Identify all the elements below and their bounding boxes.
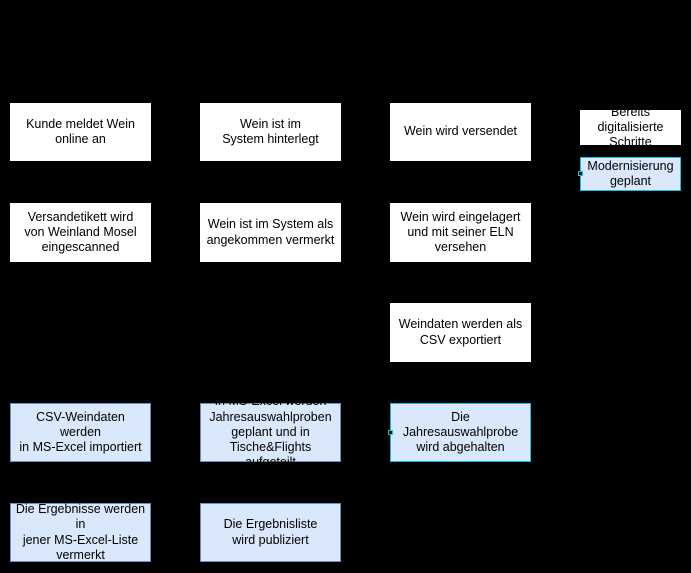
node-ergebnisse-vermerkt-label: Die Ergebnisse werden in jener MS-Excel-… xyxy=(15,502,146,562)
legend-bereits-digitalisiert-label: Bereits digitalisierte Schritte xyxy=(597,104,664,150)
legend-bereits-digitalisiert[interactable]: Bereits digitalisierte Schritte xyxy=(580,105,681,149)
node-jahresauswahlproben-planung-label: In MS-Excel werden Jahresauswahlproben g… xyxy=(209,394,332,470)
node-versandetikett[interactable]: Versandetikett wird von Weinland Mosel e… xyxy=(10,203,151,262)
node-jahresauswahlproben-planung[interactable]: In MS-Excel werden Jahresauswahlproben g… xyxy=(200,394,341,469)
node-ergebnisliste-publiziert[interactable]: Die Ergebnisliste wird publiziert xyxy=(200,503,341,562)
node-kunde-meldet-wein[interactable]: Kunde meldet Wein online an xyxy=(10,103,151,161)
node-weindaten-csv-export[interactable]: Weindaten werden als CSV exportiert xyxy=(390,303,531,362)
node-wein-angekommen[interactable]: Wein ist im System als angekommen vermer… xyxy=(200,203,341,262)
node-wein-versendet-label: Wein wird versendet xyxy=(403,124,517,139)
node-wein-eingelagert-label: Wein wird eingelagert und mit seiner ELN… xyxy=(400,209,521,255)
legend-modernisierung-geplant[interactable]: Modernisierung geplant xyxy=(578,157,681,191)
node-jahresauswahlprobe-abgehalten[interactable]: Die Jahresauswahlprobe wird abgehalten xyxy=(388,403,531,462)
node-csv-import-label: CSV-Weindaten werden in MS-Excel importi… xyxy=(19,409,142,455)
node-wein-hinterlegt[interactable]: Wein ist im System hinterlegt xyxy=(200,103,341,161)
selection-handle-mid-left-icon[interactable] xyxy=(578,171,583,176)
node-kunde-meldet-wein-label: Kunde meldet Wein online an xyxy=(26,116,135,146)
node-ergebnisliste-publiziert-label: Die Ergebnisliste wird publiziert xyxy=(223,517,318,547)
node-wein-versendet[interactable]: Wein wird versendet xyxy=(390,103,531,161)
legend-modernisierung-geplant-label: Modernisierung geplant xyxy=(587,158,674,188)
node-wein-angekommen-label: Wein ist im System als angekommen vermer… xyxy=(206,217,335,247)
node-wein-eingelagert[interactable]: Wein wird eingelagert und mit seiner ELN… xyxy=(390,203,531,262)
selection-handle-mid-left-icon[interactable] xyxy=(388,429,393,435)
node-weindaten-csv-export-label: Weindaten werden als CSV exportiert xyxy=(398,317,523,347)
node-csv-import[interactable]: CSV-Weindaten werden in MS-Excel importi… xyxy=(10,403,151,462)
node-jahresauswahlprobe-abgehalten-label: Die Jahresauswahlprobe wird abgehalten xyxy=(402,409,519,455)
node-wein-hinterlegt-label: Wein ist im System hinterlegt xyxy=(222,116,319,146)
node-versandetikett-label: Versandetikett wird von Weinland Mosel e… xyxy=(24,209,137,255)
node-ergebnisse-vermerkt[interactable]: Die Ergebnisse werden in jener MS-Excel-… xyxy=(10,502,151,562)
